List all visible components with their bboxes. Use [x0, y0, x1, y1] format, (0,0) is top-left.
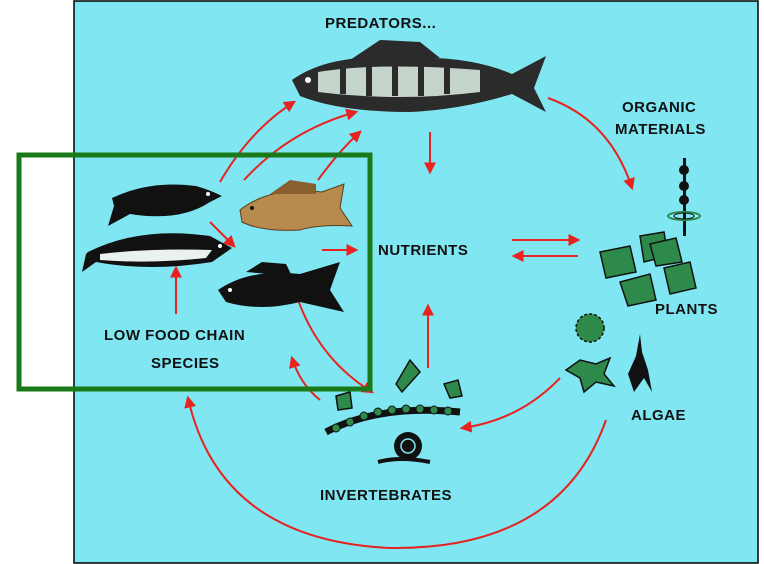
label-organic-line1: ORGANIC [622, 99, 696, 116]
label-low-food-chain-line2: SPECIES [151, 355, 220, 372]
label-low-food-chain-line1: LOW FOOD CHAIN [104, 327, 245, 344]
label-predators: PREDATORS... [325, 15, 436, 32]
label-nutrients: NUTRIENTS [378, 242, 468, 259]
label-organic-line2: MATERIALS [615, 121, 706, 138]
label-plants: PLANTS [655, 301, 718, 318]
label-algae: ALGAE [631, 407, 686, 424]
label-invertebrates: INVERTEBRATES [320, 487, 452, 504]
